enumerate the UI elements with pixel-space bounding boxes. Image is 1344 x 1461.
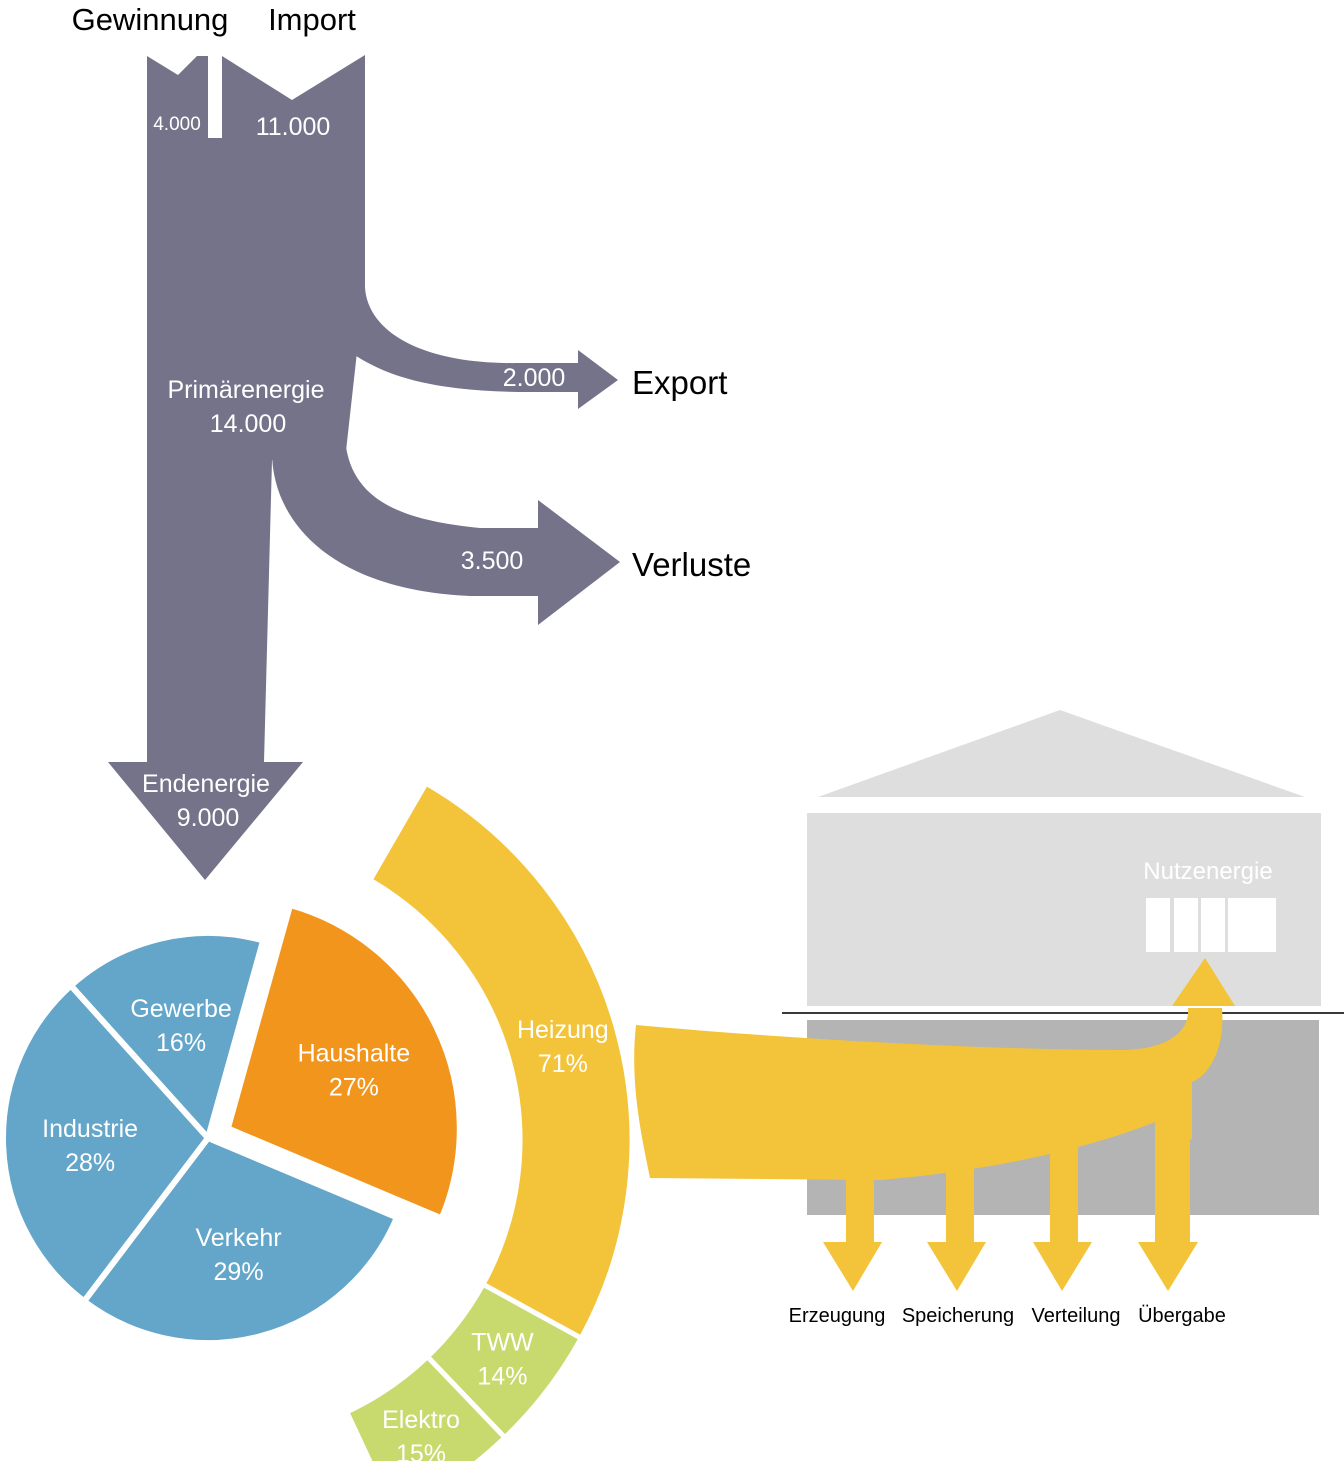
pie-label-gewerbe: Gewerbe (130, 995, 231, 1023)
ring-value-elektro: 15% (396, 1440, 446, 1461)
primary-trunk (108, 280, 365, 880)
pie-value-haushalte: 27% (329, 1073, 379, 1101)
pie-label-industrie: Industrie (42, 1115, 138, 1143)
primary-energy-label: Primärenergie (167, 376, 324, 404)
primary-energy-flow (108, 55, 620, 880)
pie-slice-verkehr (81, 1135, 400, 1346)
useful-energy-arrow (1172, 958, 1235, 1006)
loss-arrow-erzeugung (823, 1178, 882, 1291)
export-value: 2.000 (503, 364, 566, 392)
loss-label-verteilung: Verteilung (1032, 1305, 1121, 1327)
pie-value-verkehr: 29% (214, 1258, 264, 1286)
sector-pie-chart: Gewerbe 16% Haushalte 27% Verkehr 29% Industri… (0, 901, 463, 1346)
gewinnung-import-separator (208, 56, 222, 138)
ring-label-tww: TWW (471, 1329, 534, 1357)
pie-value-industrie: 28% (65, 1149, 115, 1177)
household-usage-ring: Heizung 71% TWW 14% Elektro 15% (343, 779, 635, 1461)
export-label: Export (632, 364, 727, 401)
final-energy-value: 9.000 (177, 804, 240, 832)
losses-branch (271, 420, 620, 625)
loss-arrow-verteilung (1033, 1142, 1092, 1291)
loss-label-speicherung: Speicherung (902, 1305, 1014, 1327)
loss-arrow-speicherung (927, 1160, 986, 1291)
ring-value-tww: 14% (477, 1363, 527, 1391)
loss-label-erzeugung: Erzeugung (789, 1305, 886, 1327)
ring-segment-elektro (343, 1353, 509, 1461)
loss-arrows (823, 1082, 1198, 1291)
losses-value: 3.500 (461, 547, 524, 575)
building-roof (818, 710, 1305, 797)
pie-label-haushalte: Haushalte (298, 1039, 411, 1067)
losses-label: Verluste (632, 546, 751, 583)
ring-value-heizung: 71% (538, 1050, 588, 1078)
export-branch (345, 280, 618, 409)
gewinnung-value: 4.000 (153, 114, 201, 135)
ring-label-heizung: Heizung (517, 1016, 609, 1044)
useful-energy-label: Nutzenergie (1143, 858, 1272, 885)
import-value: 11.000 (256, 113, 331, 141)
final-energy-label: Endenergie (142, 770, 270, 798)
pie-slice-industrie (0, 982, 211, 1305)
gewinnung-label: Gewinnung (72, 2, 229, 37)
pie-label-verkehr: Verkehr (195, 1224, 281, 1252)
loss-arrow-uebergabe (1138, 1082, 1198, 1291)
pie-slice-haushalte (224, 901, 463, 1222)
ring-label-elektro: Elektro (382, 1406, 460, 1434)
primary-energy-value: 14.000 (210, 410, 286, 438)
loss-labels: Erzeugung Speicherung Verteilung Übergab… (789, 1305, 1226, 1327)
import-label: Import (268, 2, 356, 37)
heating-flow-band (634, 1008, 1223, 1180)
gewinnung-stream (147, 55, 365, 285)
useful-energy-bars (1146, 898, 1276, 952)
ring-segment-heizung (366, 779, 635, 1342)
pie-value-gewerbe: 16% (156, 1029, 206, 1057)
heating-flow (634, 958, 1235, 1291)
loss-label-uebergabe: Übergabe (1138, 1305, 1226, 1327)
pie-slice-gewerbe (67, 930, 267, 1141)
